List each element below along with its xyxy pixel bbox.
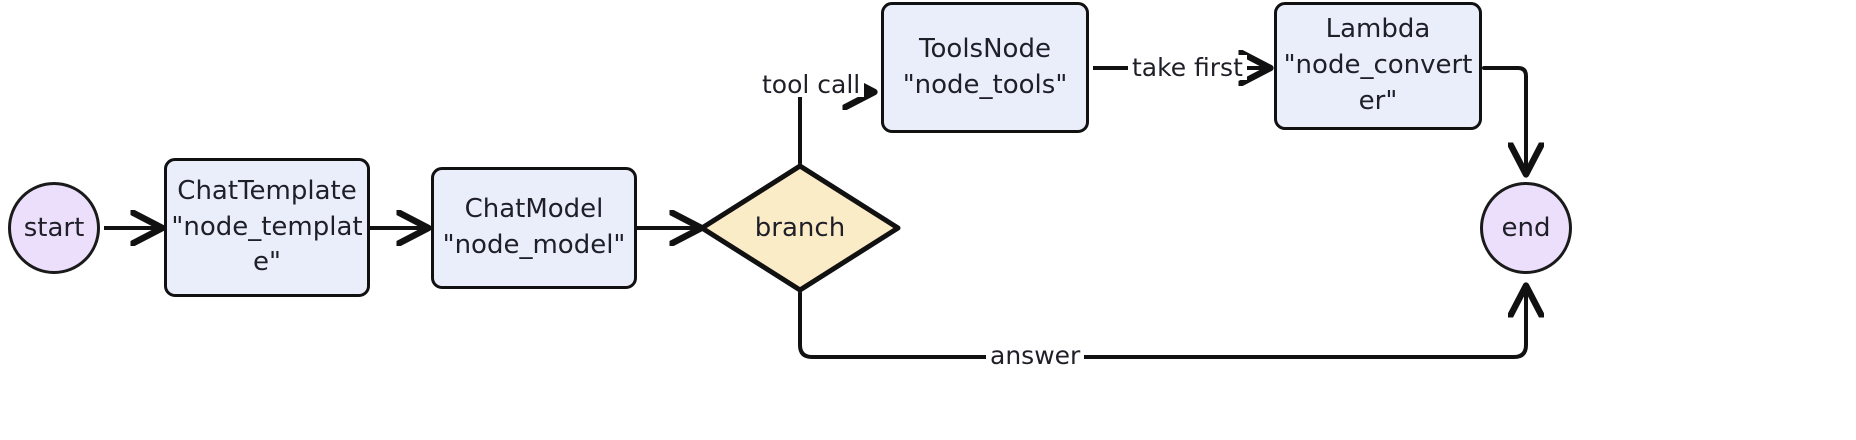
node-end[interactable]: end <box>1480 182 1572 274</box>
node-branch-label-wrap: branch <box>699 163 901 293</box>
node-branch-label: branch <box>754 213 846 243</box>
edge-branch-to-end <box>798 288 1526 359</box>
node-tools-label: ToolsNode "node_tools" <box>902 33 1068 100</box>
edge-label-take-first: take first <box>1128 55 1247 80</box>
node-chat-template[interactable]: ChatTemplate "node_templat e" <box>164 158 370 297</box>
node-chat-model[interactable]: ChatModel "node_model" <box>431 167 637 289</box>
edge-lambda-to-end <box>1482 66 1526 172</box>
node-start[interactable]: start <box>8 182 100 274</box>
branch-diamond-shape <box>699 163 901 293</box>
edge-branch-to-tools <box>798 92 872 165</box>
node-branch[interactable]: branch <box>699 163 901 293</box>
node-chat-model-label: ChatModel "node_model" <box>442 194 626 260</box>
node-converter[interactable]: Lambda "node_convert er" <box>1274 2 1482 130</box>
edge-label-answer: answer <box>986 343 1085 368</box>
node-chat-template-label: ChatTemplate "node_templat e" <box>171 175 363 278</box>
node-tools[interactable]: ToolsNode "node_tools" <box>881 2 1089 133</box>
node-start-label: start <box>23 213 85 243</box>
edge-label-tool-call: tool call <box>758 72 865 97</box>
node-converter-label: Lambda "node_convert er" <box>1283 14 1473 116</box>
node-end-label: end <box>1501 213 1551 243</box>
